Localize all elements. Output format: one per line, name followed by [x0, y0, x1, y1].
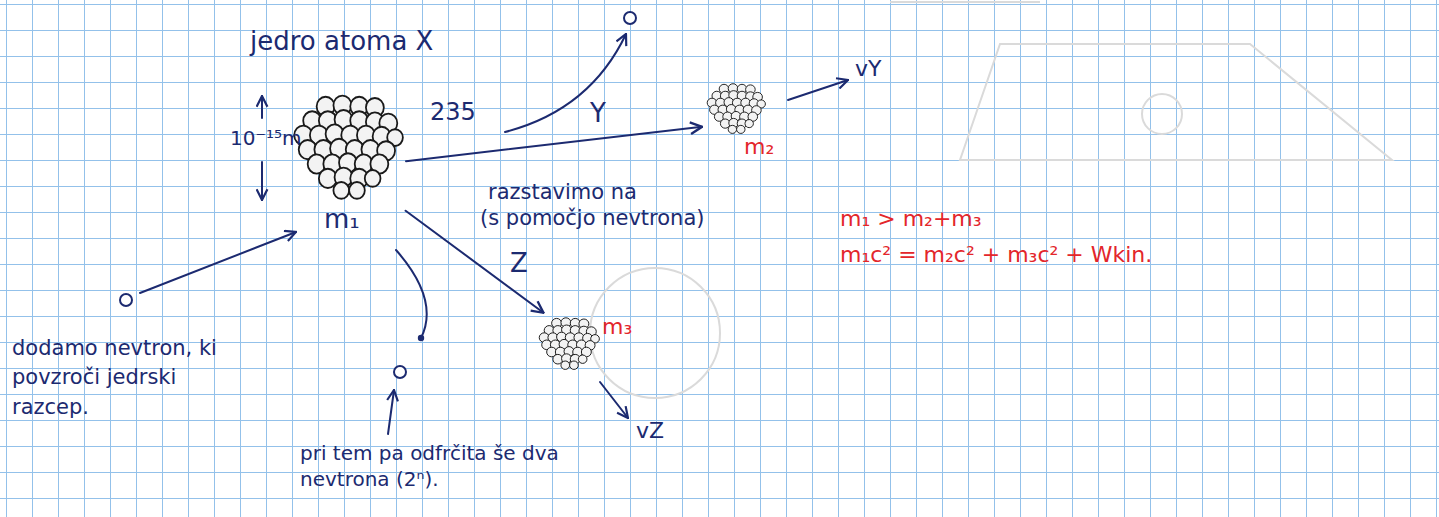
faint-circle	[1142, 94, 1182, 134]
note: (s pomočjo nevtrona)	[480, 206, 704, 231]
neutron-arrow	[396, 250, 427, 338]
note: dodamo nevtron, ki povzroči jedrski razc…	[12, 334, 252, 422]
faint-line	[890, 1, 1040, 3]
fragment-label: Y	[590, 98, 606, 129]
note: razstavimo na	[488, 180, 637, 205]
mass-number: 235	[430, 98, 476, 127]
nucleon-cluster	[294, 96, 403, 199]
nucleon-cluster	[539, 318, 599, 370]
heading-note: jedro atoma X	[250, 26, 433, 57]
nucleus: m₃	[538, 314, 636, 376]
neutron	[394, 366, 406, 378]
nucleus-cluster	[292, 92, 404, 200]
faint-trapezoid	[960, 44, 1392, 160]
size-arrow	[261, 162, 263, 200]
nucleon-cluster	[707, 84, 765, 134]
formula: m₁ > m₂+m₃	[840, 206, 982, 232]
pointer-arrow	[388, 390, 394, 434]
nucleus: m₂	[704, 80, 782, 164]
nucleus-cluster	[538, 316, 600, 370]
velocity-label: vY	[855, 56, 881, 82]
nucleus-cluster	[706, 82, 766, 134]
fission-arrow	[406, 127, 702, 161]
neutron-arrow	[140, 232, 296, 293]
nucleus: m₁	[292, 92, 404, 244]
neutron	[624, 12, 636, 24]
faint-traces	[590, 2, 1392, 398]
mass-label: m₃	[602, 314, 632, 340]
mass-label: m₂	[744, 134, 774, 160]
dimension: 10⁻¹⁵m	[230, 126, 302, 150]
velocity-arrow	[788, 80, 848, 100]
fragment-label: Z	[510, 248, 528, 279]
note: pri tem pa odfrčita še dva nevtrona (2ⁿ)…	[300, 440, 560, 492]
faint-circle	[590, 268, 720, 398]
neutron	[120, 294, 132, 306]
velocity-arrow	[600, 382, 628, 418]
size-arrow	[261, 96, 263, 118]
formula: m₁c² = m₂c² + m₃c² + Wkin.	[840, 242, 1152, 268]
neutron-arrow	[505, 34, 626, 132]
mass-label: m₁	[324, 204, 360, 235]
velocity-label: vZ	[636, 418, 664, 444]
